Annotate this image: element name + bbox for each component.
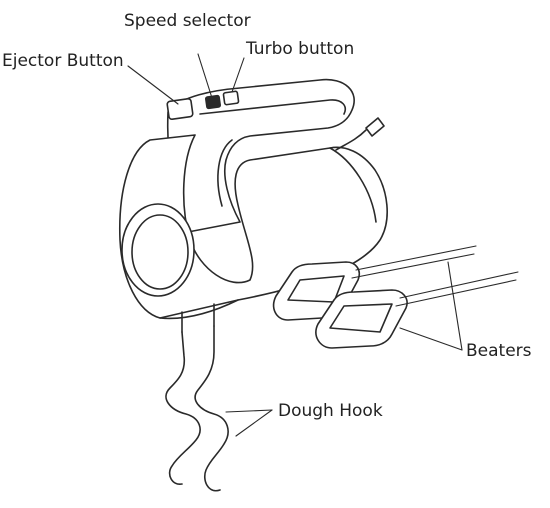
ejector-button-shape [166, 98, 194, 120]
label-dough-hook: Dough Hook [278, 401, 383, 421]
leader-beaters-a [447, 261, 463, 351]
cord-plug [365, 117, 385, 137]
beater-front-shaft [399, 271, 519, 299]
label-turbo-button: Turbo button [245, 39, 354, 59]
power-cord [335, 123, 375, 151]
dough-hook-left [165, 331, 201, 485]
handle-inner-line [199, 99, 346, 115]
leader-beaters-b [399, 327, 463, 351]
housing-bottom-edge [159, 299, 239, 320]
dough-hooks [165, 325, 229, 492]
leader-dough-a [235, 409, 273, 437]
housing-back-curve [329, 147, 377, 223]
label-ejector-button: Ejector Button [2, 51, 124, 71]
beaters [272, 245, 519, 349]
label-speed-selector: Speed selector [124, 11, 251, 31]
beater-back-shaft-2 [351, 253, 475, 279]
leader-speed [197, 53, 213, 99]
leader-dough-b [225, 409, 273, 413]
beater-back-inner [287, 275, 345, 303]
beater-front-shaft-2 [395, 279, 517, 307]
dough-hook-right [194, 325, 229, 492]
handle-grip-line [217, 139, 233, 207]
speed-selector-shape [204, 94, 222, 110]
turbo-button-shape [222, 90, 240, 106]
leader-ejector [127, 65, 179, 105]
beater-back-shaft [355, 245, 477, 271]
leader-turbo [231, 57, 245, 93]
beater-front-inner [329, 303, 393, 333]
front-vent-inner [131, 214, 189, 290]
leader-lines [127, 53, 463, 437]
label-beaters: Beaters [466, 341, 532, 361]
